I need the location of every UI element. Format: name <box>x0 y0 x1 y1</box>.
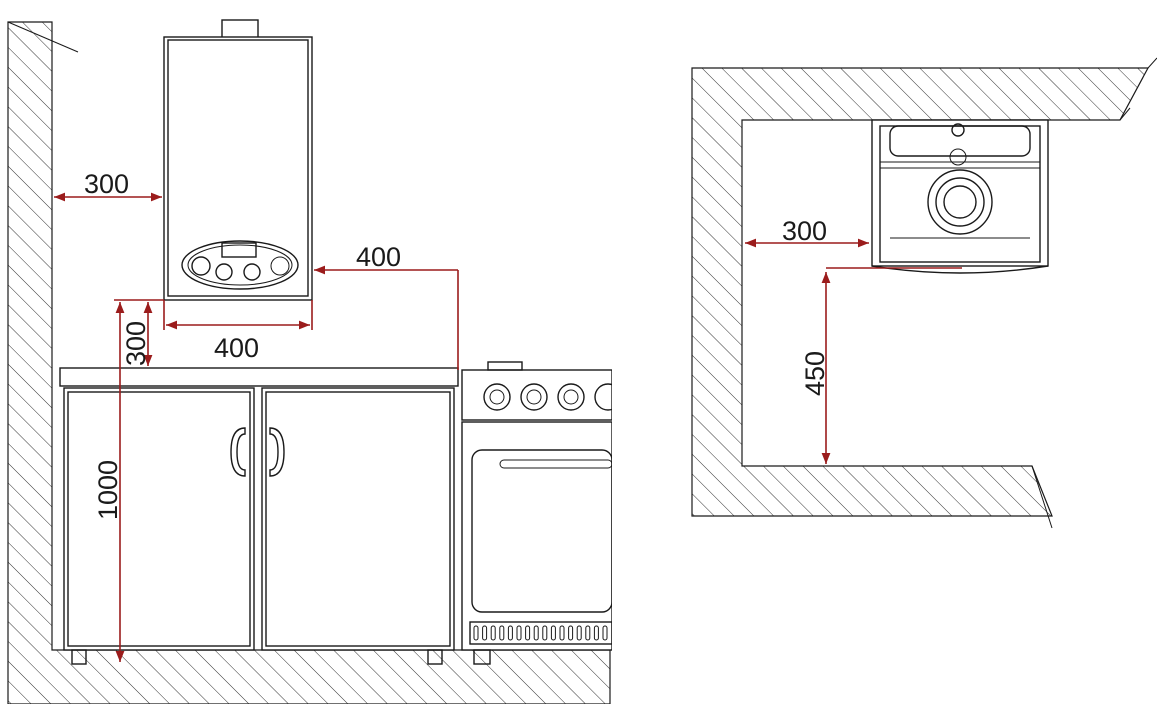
plan-dim-front-clearance-label: 450 <box>800 351 830 396</box>
handle-icon <box>269 427 285 477</box>
vent-slot <box>576 625 582 641</box>
control-panel <box>181 240 299 290</box>
vent-slot <box>559 625 565 641</box>
burner-knob-icon <box>557 383 585 411</box>
kitchen-cabinet <box>59 367 459 665</box>
vent-slot <box>482 625 488 641</box>
dim-side-clearance-label: 400 <box>356 242 401 272</box>
vent-slot <box>568 625 574 641</box>
burner-knob-icon <box>483 383 511 411</box>
knob-icon <box>191 256 211 276</box>
vent-slot <box>593 625 599 641</box>
plan-wall-hatch <box>691 57 1157 529</box>
flue-icon <box>927 169 993 235</box>
knob-icon <box>243 263 261 281</box>
dim-wall-clearance-label: 300 <box>84 169 129 199</box>
vent-slot <box>602 625 608 641</box>
front-view: 300 400 400 300 1000 <box>7 19 632 704</box>
vent-slot <box>585 625 591 641</box>
boiler-front <box>163 19 313 301</box>
boiler-plan <box>871 119 1049 274</box>
burner-knob-icon <box>520 383 548 411</box>
plan-view: 300 450 <box>691 57 1157 529</box>
vent-slot <box>473 625 479 641</box>
front-dimensions <box>54 192 459 662</box>
vent-slot <box>550 625 556 641</box>
dim-worktop-clearance-label: 300 <box>121 321 151 366</box>
dim-boiler-width-label: 400 <box>214 333 259 363</box>
vent-slot <box>490 625 496 641</box>
handle-icon <box>230 427 246 477</box>
vent-slot <box>499 625 505 641</box>
vent-slot <box>525 625 531 641</box>
plan-dim-wall-clearance-label: 300 <box>782 216 827 246</box>
vent-slot <box>507 625 513 641</box>
cooker <box>461 355 632 665</box>
dim-floor-height-label: 1000 <box>93 460 123 520</box>
vent-slot <box>533 625 539 641</box>
plan-dimensions <box>745 238 962 464</box>
knob-icon <box>215 263 233 281</box>
vent-slot <box>516 625 522 641</box>
vent-slots <box>473 625 608 641</box>
indicator-icon <box>270 256 290 276</box>
vent-slot <box>542 625 548 641</box>
